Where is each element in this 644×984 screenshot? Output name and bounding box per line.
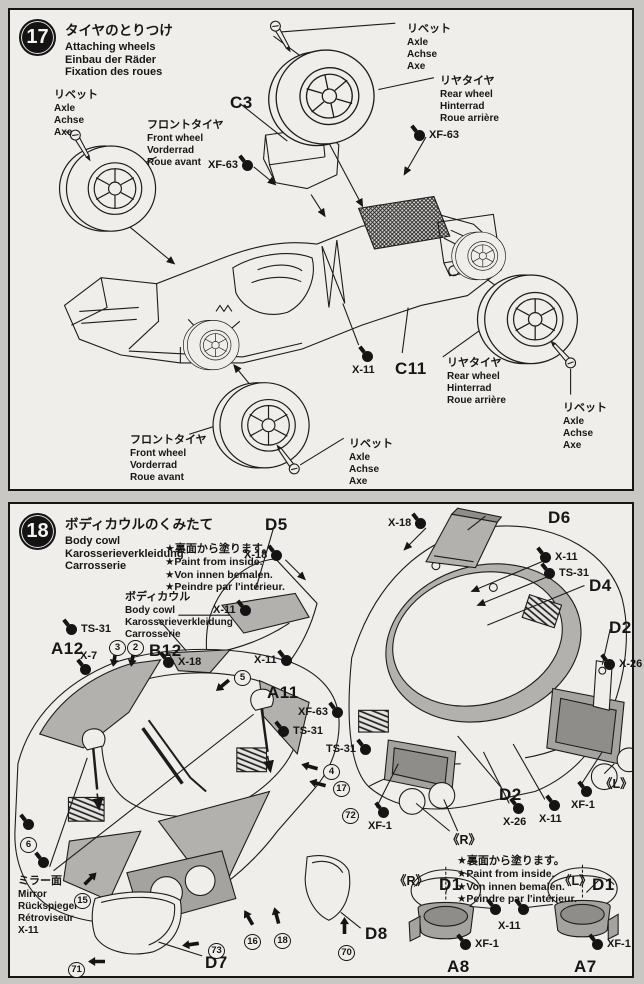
step17-panel: 17 タイヤのとりつけ Attaching wheels Einbau der … [8,8,634,491]
step17-header: 17 タイヤのとりつけ Attaching wheels Einbau der … [19,19,173,79]
step18-title-ja: ボディカウルのくみたて [65,517,214,532]
step18-title-de: Karosserieverkleidung [65,547,184,560]
step18-badge: 18 [19,513,56,550]
step18-drawing [14,507,632,957]
step18-title-en: Body cowl [65,535,121,547]
step17-title-en: Attaching wheels [65,41,156,53]
step18-title-fr: Carrosserie [65,560,127,572]
chassis-line-art [63,22,572,466]
step18-panel: 18 ボディカウルのくみたて Body cowl Karosserieverkl… [8,502,642,978]
step17-badge: 17 [19,19,56,56]
step17-title-ja: タイヤのとりつけ [65,23,173,38]
step17-drawing [58,18,579,477]
step17-title-de: Einbau der Räder [65,53,157,66]
step17-title-fr: Fixation des roues [65,66,163,78]
step18-header: 18 ボディカウルのくみたて Body cowl Karosserieverkl… [19,513,213,573]
body-cowl-line-art [14,507,632,957]
